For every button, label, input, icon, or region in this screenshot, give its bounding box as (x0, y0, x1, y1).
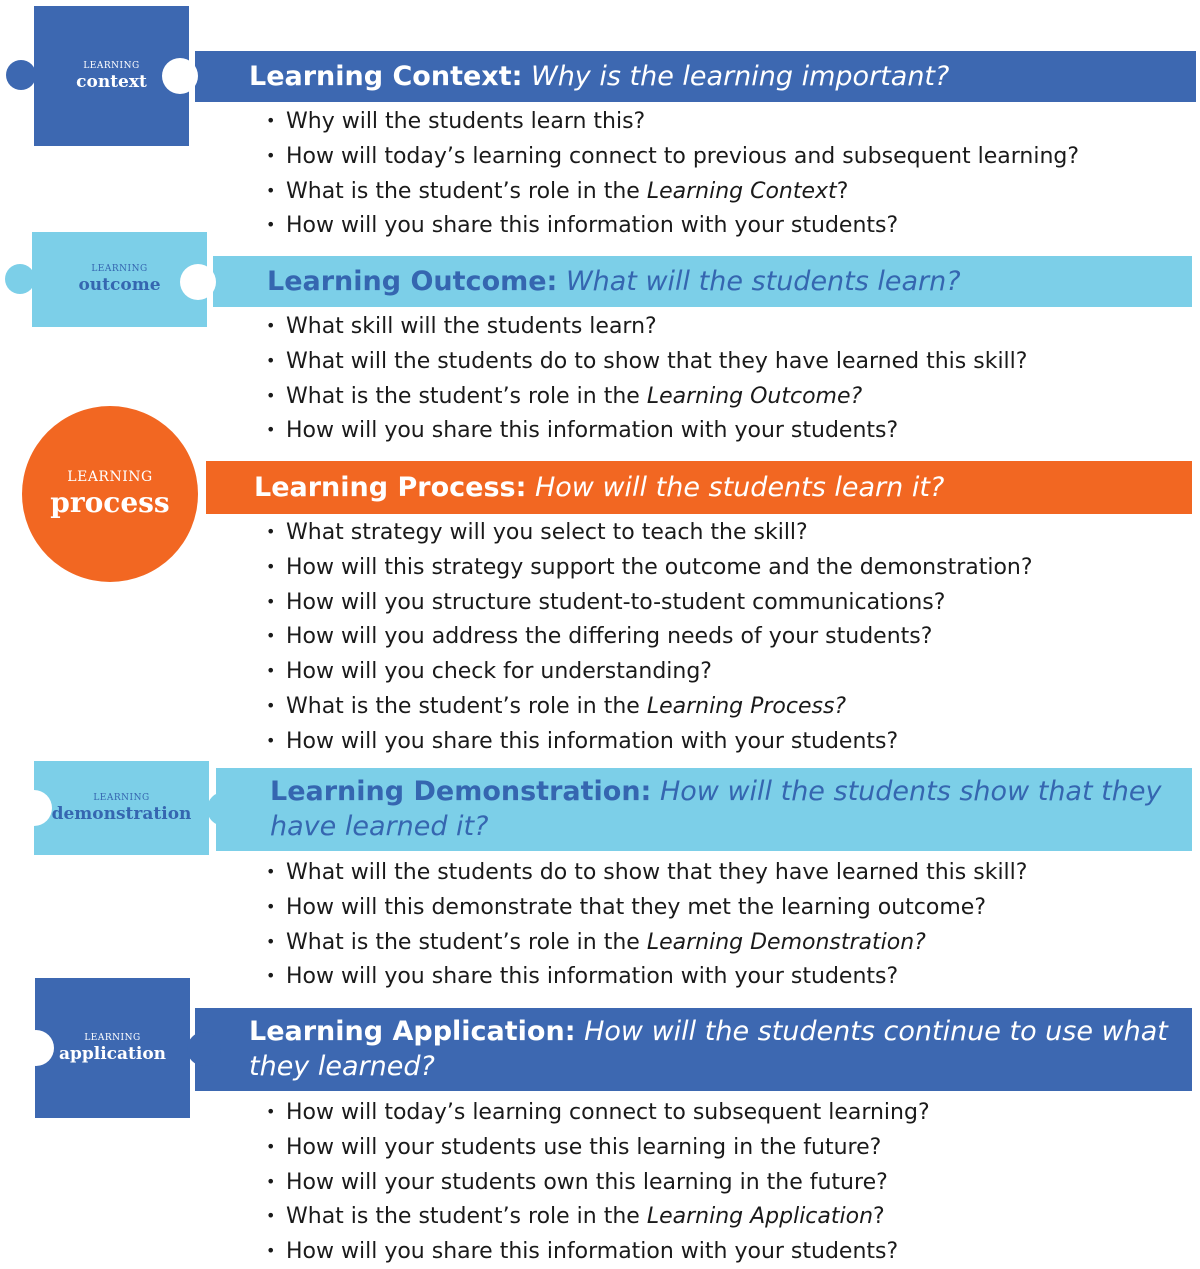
bullet-dot-icon: • (266, 420, 276, 440)
list-item: •How will you share this information wit… (266, 413, 1027, 448)
puzzle-knob-icon (6, 60, 36, 90)
bullet-dot-icon: • (266, 1102, 276, 1121)
list-item: •How will you share this information wit… (266, 959, 1027, 994)
circle-label-small: LEARNING (67, 469, 153, 485)
piece-label-small: LEARNING (93, 792, 150, 803)
list-item: •What is the student’s role in the Learn… (266, 174, 1079, 209)
list-item: •What will the students do to show that … (266, 344, 1027, 379)
bullet-dot-icon: • (266, 591, 276, 611)
heading-italic: How will the students learn it? (534, 472, 945, 503)
bullet-dot-icon: • (266, 215, 276, 235)
question-list-context: •Why will the students learn this? •How … (266, 104, 1079, 243)
list-item: •How will you address the differing need… (266, 619, 1033, 654)
heading: Learning Context: Why is the learning im… (249, 59, 949, 94)
bullet-dot-icon: • (266, 316, 276, 335)
puzzle-piece-icon: LEARNING outcome (32, 232, 207, 327)
bullet-dot-icon: • (266, 896, 276, 916)
list-item: •What strategy will you select to teach … (266, 515, 1033, 550)
list-item: •How will this strategy support the outc… (266, 550, 1033, 585)
list-item: •How will today’s learning connect to su… (266, 1095, 930, 1130)
list-item: •What will the students do to show that … (266, 855, 1027, 890)
bullet-dot-icon: • (266, 522, 276, 541)
bullet-dot-icon: • (266, 556, 276, 576)
heading-bold: Learning Demonstration: (270, 776, 652, 807)
list-item: •What is the student’s role in the Learn… (266, 925, 1027, 960)
puzzle-knob-icon (187, 1032, 221, 1066)
heading: Learning Process: How will the students … (254, 470, 944, 505)
list-item: •How will you check for understanding? (266, 654, 1033, 689)
list-item: •How will this demonstrate that they met… (266, 890, 1027, 925)
heading-bar-process: Learning Process: How will the students … (200, 461, 1192, 514)
list-item: •How will you share this information wit… (266, 1234, 930, 1269)
bullet-dot-icon: • (266, 111, 276, 130)
bullet-dot-icon: • (266, 626, 276, 646)
bullet-dot-icon: • (266, 931, 276, 951)
bullet-dot-icon: • (266, 966, 276, 986)
list-item: •How will today’s learning connect to pr… (266, 139, 1079, 174)
heading-italic: What will the students learn? (565, 266, 961, 297)
puzzle-notch (180, 264, 216, 300)
puzzle-notch (162, 58, 198, 94)
list-item: •What is the student’s role in the Learn… (266, 379, 1027, 414)
bullet-dot-icon: • (266, 730, 276, 750)
heading: Learning Application: How will the stude… (249, 1014, 1169, 1084)
question-list-process: •What strategy will you select to teach … (266, 515, 1033, 759)
heading-bar-outcome: Learning Outcome: What will the students… (213, 256, 1192, 307)
piece-label-small: LEARNING (91, 264, 148, 274)
heading-italic: How will the students show that they hav… (270, 776, 1162, 842)
process-circle-icon: LEARNING process (22, 406, 198, 582)
list-item: •How will your students use this learnin… (266, 1130, 930, 1165)
bullet-dot-icon: • (266, 385, 276, 405)
bullet-dot-icon: • (266, 661, 276, 681)
list-item: •How will you share this information wit… (266, 208, 1079, 243)
puzzle-piece-icon: LEARNING application (35, 978, 190, 1118)
piece-label-big: context (76, 71, 147, 92)
list-item: •What skill will the students learn? (266, 309, 1027, 344)
puzzle-piece-icon: LEARNING demonstration (34, 761, 209, 855)
circle-label-big: process (50, 486, 170, 519)
bullet-dot-icon: • (266, 1241, 276, 1261)
bullet-dot-icon: • (266, 180, 276, 200)
piece-label-big: outcome (78, 275, 161, 295)
list-item: •What is the student’s role in the Learn… (266, 689, 1033, 724)
bullet-dot-icon: • (266, 695, 276, 715)
heading-bold: Learning Context: (249, 61, 523, 92)
list-item: •What is the student’s role in the Learn… (266, 1199, 930, 1234)
question-list-demonstration: •What will the students do to show that … (266, 855, 1027, 994)
piece-label-small: LEARNING (83, 60, 140, 71)
bullet-dot-icon: • (266, 1171, 276, 1191)
bullet-dot-icon: • (266, 145, 276, 165)
question-list-outcome: •What skill will the students learn? •Wh… (266, 309, 1027, 448)
list-item: •How will you structure student-to-stude… (266, 585, 1033, 620)
piece-label-small: LEARNING (84, 1032, 141, 1043)
heading-bold: Learning Application: (249, 1016, 576, 1047)
bullet-dot-icon: • (266, 862, 276, 881)
puzzle-notch (18, 1030, 54, 1066)
list-item: •How will your students own this learnin… (266, 1165, 930, 1200)
piece-label-big: application (58, 1043, 167, 1064)
bullet-dot-icon: • (266, 350, 276, 370)
puzzle-notch (16, 790, 52, 826)
heading-italic: Why is the learning important? (531, 61, 950, 92)
heading-bar-context: Learning Context: Why is the learning im… (195, 51, 1196, 102)
heading: Learning Demonstration: How will the stu… (270, 774, 1170, 844)
list-item: •Why will the students learn this? (266, 104, 1079, 139)
heading-bar-demonstration: Learning Demonstration: How will the stu… (216, 768, 1192, 851)
heading: Learning Outcome: What will the students… (267, 264, 961, 299)
heading-bold: Learning Process: (254, 472, 527, 503)
heading-bar-application: Learning Application: How will the stude… (195, 1008, 1192, 1091)
heading-italic: How will the students continue to use wh… (249, 1016, 1168, 1082)
bullet-dot-icon: • (266, 1206, 276, 1226)
list-item: •How will you share this information wit… (266, 724, 1033, 759)
puzzle-knob-icon (207, 792, 241, 826)
piece-label-big: demonstration (51, 803, 192, 824)
puzzle-knob-icon (5, 264, 35, 294)
question-list-application: •How will today’s learning connect to su… (266, 1095, 930, 1269)
bullet-dot-icon: • (266, 1136, 276, 1156)
heading-bold: Learning Outcome: (267, 266, 558, 297)
